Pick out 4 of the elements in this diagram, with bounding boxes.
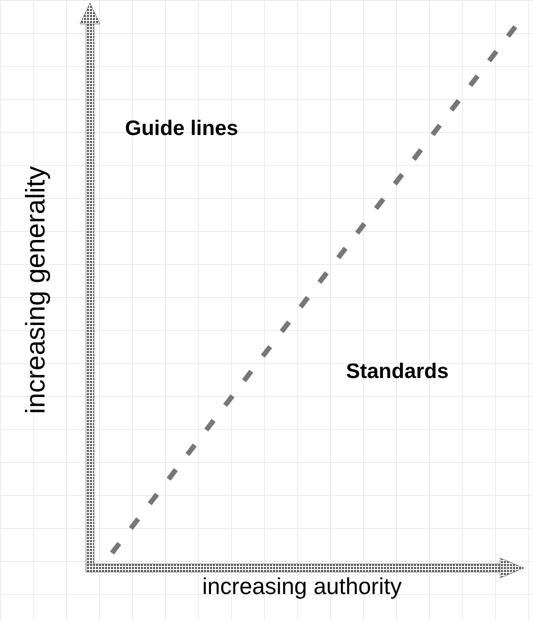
axis-title: increasing authority <box>202 575 402 598</box>
region-label: Guide lines <box>125 117 238 142</box>
region-label: Standards <box>346 360 449 384</box>
axis-title: increasing generality <box>20 166 52 414</box>
